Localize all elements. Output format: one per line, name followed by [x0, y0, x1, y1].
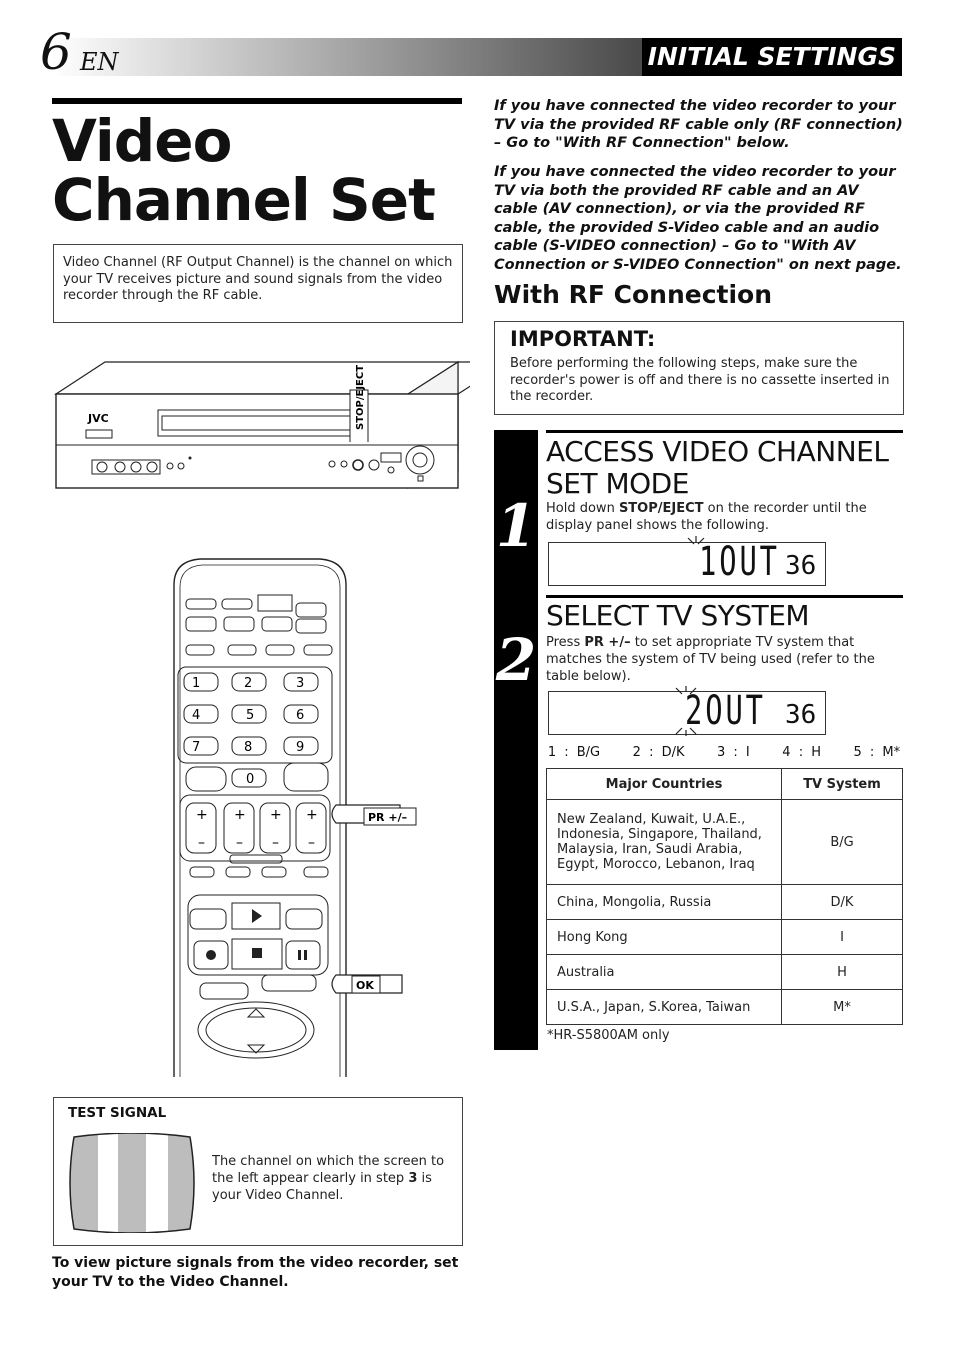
- step-2-rule: [546, 595, 903, 598]
- table-cell-countries: China, Mongolia, Russia: [546, 884, 782, 920]
- table-row: Hong Kong I: [546, 919, 903, 955]
- step-2-display-channel: 36: [785, 700, 817, 730]
- step-2-text: Press PR +/– to set appropriate TV syste…: [546, 635, 875, 684]
- step-1-display-channel: 36: [785, 551, 817, 581]
- svg-text:–: –: [198, 835, 205, 851]
- table-cell-countries: Hong Kong: [546, 919, 782, 955]
- test-signal-screen: [69, 1133, 195, 1233]
- step-2-display-main: 2OUT: [685, 688, 766, 734]
- table-cell-system: B/G: [781, 799, 903, 885]
- table-cell-countries: U.S.A., Japan, S.Korea, Taiwan: [546, 989, 782, 1025]
- key-9: 9: [296, 740, 304, 755]
- table-cell-system: H: [781, 954, 903, 990]
- test-signal-box: [53, 1097, 463, 1246]
- keypad: 1 2 3 4 5 6 7 8 9 0: [183, 672, 319, 788]
- title-line-2: Channel Set: [52, 166, 436, 234]
- svg-text:+: +: [306, 807, 318, 823]
- key-3: 3: [296, 676, 304, 691]
- key-8: 8: [244, 740, 252, 755]
- power-button: [85, 429, 113, 439]
- step-2-display: 2OUT 36: [548, 688, 826, 735]
- step-2-number: 2: [495, 626, 537, 694]
- step-1-display: 1OUT 36: [548, 539, 826, 586]
- test-signal-text: The channel on which the screen to the l…: [212, 1154, 445, 1203]
- table-cell-system: I: [781, 919, 903, 955]
- title-line-1: Video: [52, 107, 232, 175]
- svg-text:+: +: [234, 807, 246, 823]
- vcr-brand: JVC: [87, 412, 109, 425]
- step-1-number: 1: [495, 492, 537, 560]
- svg-text:+: +: [270, 807, 282, 823]
- table-row: Australia H: [546, 954, 903, 990]
- table-row: U.S.A., Japan, S.Korea, Taiwan M*: [546, 989, 903, 1025]
- step-1-rule: [546, 430, 903, 433]
- key-7: 7: [192, 740, 200, 755]
- note-av-connection: If you have connected the video recorder…: [494, 164, 902, 273]
- table-row: China, Mongolia, Russia D/K: [546, 884, 903, 920]
- blink-mark-icon: [687, 536, 705, 545]
- step-2-title: SELECT TV SYSTEM: [546, 599, 810, 632]
- key-1: 1: [192, 676, 200, 691]
- vcr-illustration: JVC STOP/EJECT: [53, 360, 470, 489]
- title-rule: [52, 98, 462, 104]
- remote-ok-button: [261, 974, 317, 992]
- stop-eject-label: STOP/EJECT: [355, 365, 366, 430]
- step-1-display-main: 1OUT: [699, 539, 780, 585]
- svg-text:–: –: [272, 835, 279, 851]
- svg-text:+: +: [196, 807, 208, 823]
- rf-connection-heading: With RF Connection: [494, 280, 773, 309]
- note-rf-only: If you have connected the video recorder…: [494, 98, 903, 151]
- key-5: 5: [246, 708, 254, 723]
- remote-power-button: [295, 602, 327, 618]
- remote-illustration: 1 2 3 4 5 6 7 8 9 0 + + + + – – – –: [173, 558, 417, 1077]
- table-row: New Zealand, Kuwait, U.A.E., Indonesia, …: [546, 799, 903, 885]
- page-number: 6: [40, 23, 72, 81]
- intro-box: [53, 244, 463, 323]
- system-list: 1 : B/G 2 : D/K 3 : I 4 : H 5 : M*: [547, 745, 901, 760]
- key-4: 4: [192, 708, 200, 723]
- blink-mark-icon-2: [675, 686, 697, 736]
- table-cell-countries: New Zealand, Kuwait, U.A.E., Indonesia, …: [546, 799, 782, 885]
- test-signal-label: TEST SIGNAL: [68, 1105, 167, 1121]
- table-header-system: TV System: [781, 768, 903, 800]
- page-language: EN: [80, 48, 119, 76]
- step-bar: [494, 430, 538, 1050]
- important-label: IMPORTANT:: [510, 327, 656, 351]
- tv-system-table: Major Countries TV System New Zealand, K…: [546, 768, 903, 1025]
- important-box: [494, 321, 904, 415]
- step-1-title: ACCESS VIDEO CHANNEL SET MODE: [546, 435, 889, 500]
- page-title: Video Channel Set: [52, 112, 472, 230]
- key-6: 6: [296, 708, 304, 723]
- footnote: *HR-S5800AM only: [547, 1028, 670, 1043]
- stop-eject-button: [352, 459, 364, 471]
- key-2: 2: [244, 676, 252, 691]
- key-0: 0: [246, 772, 254, 787]
- svg-text:–: –: [308, 835, 315, 851]
- step-1-text: Hold down STOP/EJECT on the recorder unt…: [546, 501, 867, 533]
- table-cell-countries: Australia: [546, 954, 782, 990]
- bottom-note: To view picture signals from the video r…: [52, 1255, 459, 1290]
- intro-text: Video Channel (RF Output Channel) is the…: [63, 255, 453, 303]
- section-title: INITIAL SETTINGS: [641, 38, 902, 76]
- important-text: Before performing the following steps, m…: [510, 356, 890, 404]
- table-cell-system: D/K: [781, 884, 903, 920]
- table-cell-system: M*: [781, 989, 903, 1025]
- ok-label: OK: [356, 979, 374, 992]
- pr-label: PR +/–: [368, 811, 407, 824]
- svg-text:–: –: [236, 835, 243, 851]
- table-header-countries: Major Countries: [546, 768, 782, 800]
